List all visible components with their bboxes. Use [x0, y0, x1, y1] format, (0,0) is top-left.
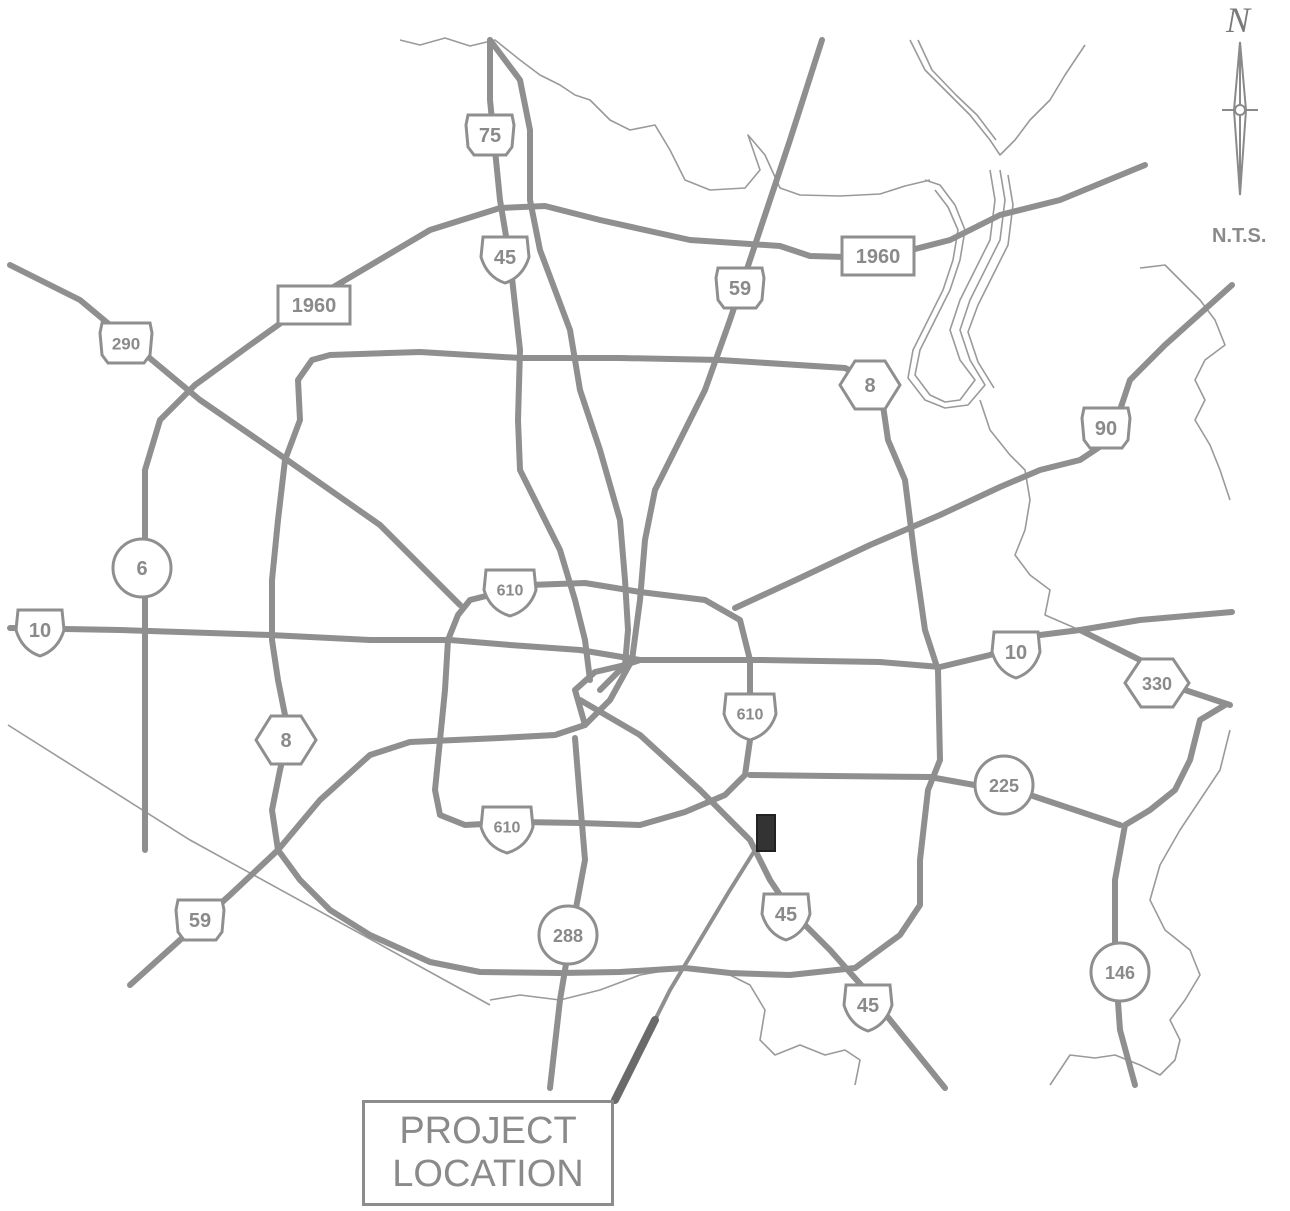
shield-sh330: 330	[1123, 657, 1191, 709]
north-arrow-label: N	[1225, 0, 1252, 40]
shield-i10-east: 10	[990, 630, 1042, 680]
shield-i45-south: 45	[760, 892, 812, 942]
shield-i610-north-label: 610	[497, 583, 524, 600]
shield-sh225-label: 225	[989, 776, 1019, 796]
shield-sh6: 6	[111, 537, 173, 599]
shield-us59-north: 59	[714, 266, 766, 310]
shield-i610-north: 610	[482, 568, 538, 618]
shield-fm1960-east-label: 1960	[856, 246, 901, 268]
shield-bw8-west-label: 8	[280, 730, 291, 752]
shield-i610-south: 610	[479, 805, 535, 855]
shield-us59-southwest: 59	[174, 898, 226, 942]
shield-i45-southeast-label: 45	[857, 995, 879, 1017]
shield-i45-southeast: 45	[842, 983, 894, 1033]
shield-sh288-label: 288	[553, 926, 583, 946]
shield-us90-label: 90	[1095, 418, 1117, 440]
shield-us290-label: 290	[112, 335, 140, 354]
shield-sh288: 288	[537, 904, 599, 966]
shield-i45-north-label: 45	[494, 247, 516, 269]
shield-sh146: 146	[1089, 941, 1151, 1003]
scale-note: N.T.S.	[1212, 225, 1266, 247]
shield-i10-west-label: 10	[29, 620, 51, 642]
shield-i610-east-label: 610	[737, 707, 764, 724]
project-label-line2: LOCATION	[392, 1153, 584, 1195]
shield-fm1960-west-label: 1960	[292, 295, 337, 317]
shield-sh6-label: 6	[136, 558, 147, 580]
shield-i45-north: 45	[479, 235, 531, 285]
project-location-callout: PROJECT LOCATION	[362, 1100, 614, 1206]
shield-bw8-west: 8	[254, 714, 318, 766]
shield-us290: 290	[98, 321, 154, 365]
project-label-line1: PROJECT	[399, 1110, 577, 1153]
waterways	[399, 37, 1231, 1086]
shield-us59-southwest-label: 59	[189, 910, 211, 932]
shield-i10-east-label: 10	[1005, 642, 1027, 664]
shield-bw8-northeast-label: 8	[864, 375, 875, 397]
shield-fm1960-east: 1960	[840, 235, 916, 277]
shield-us75: 75	[464, 113, 516, 157]
shield-i610-south-label: 610	[494, 820, 521, 837]
shield-i610-east: 610	[722, 692, 778, 742]
shield-sh146-label: 146	[1105, 963, 1135, 983]
shield-sh330-label: 330	[1142, 674, 1172, 694]
shield-bw8-northeast: 8	[838, 359, 902, 411]
shield-i45-south-label: 45	[775, 904, 797, 926]
project-location-marker	[756, 814, 776, 852]
shield-sh225: 225	[973, 754, 1035, 816]
railroad-line	[7, 724, 491, 1006]
shield-i10-west: 10	[14, 608, 66, 658]
shield-us59-north-label: 59	[729, 278, 751, 300]
shield-us75-label: 75	[479, 125, 501, 147]
north-arrow-icon: N N.T.S.	[1212, 0, 1266, 247]
shield-us90: 90	[1080, 406, 1132, 450]
shield-fm1960-west: 1960	[276, 284, 352, 326]
